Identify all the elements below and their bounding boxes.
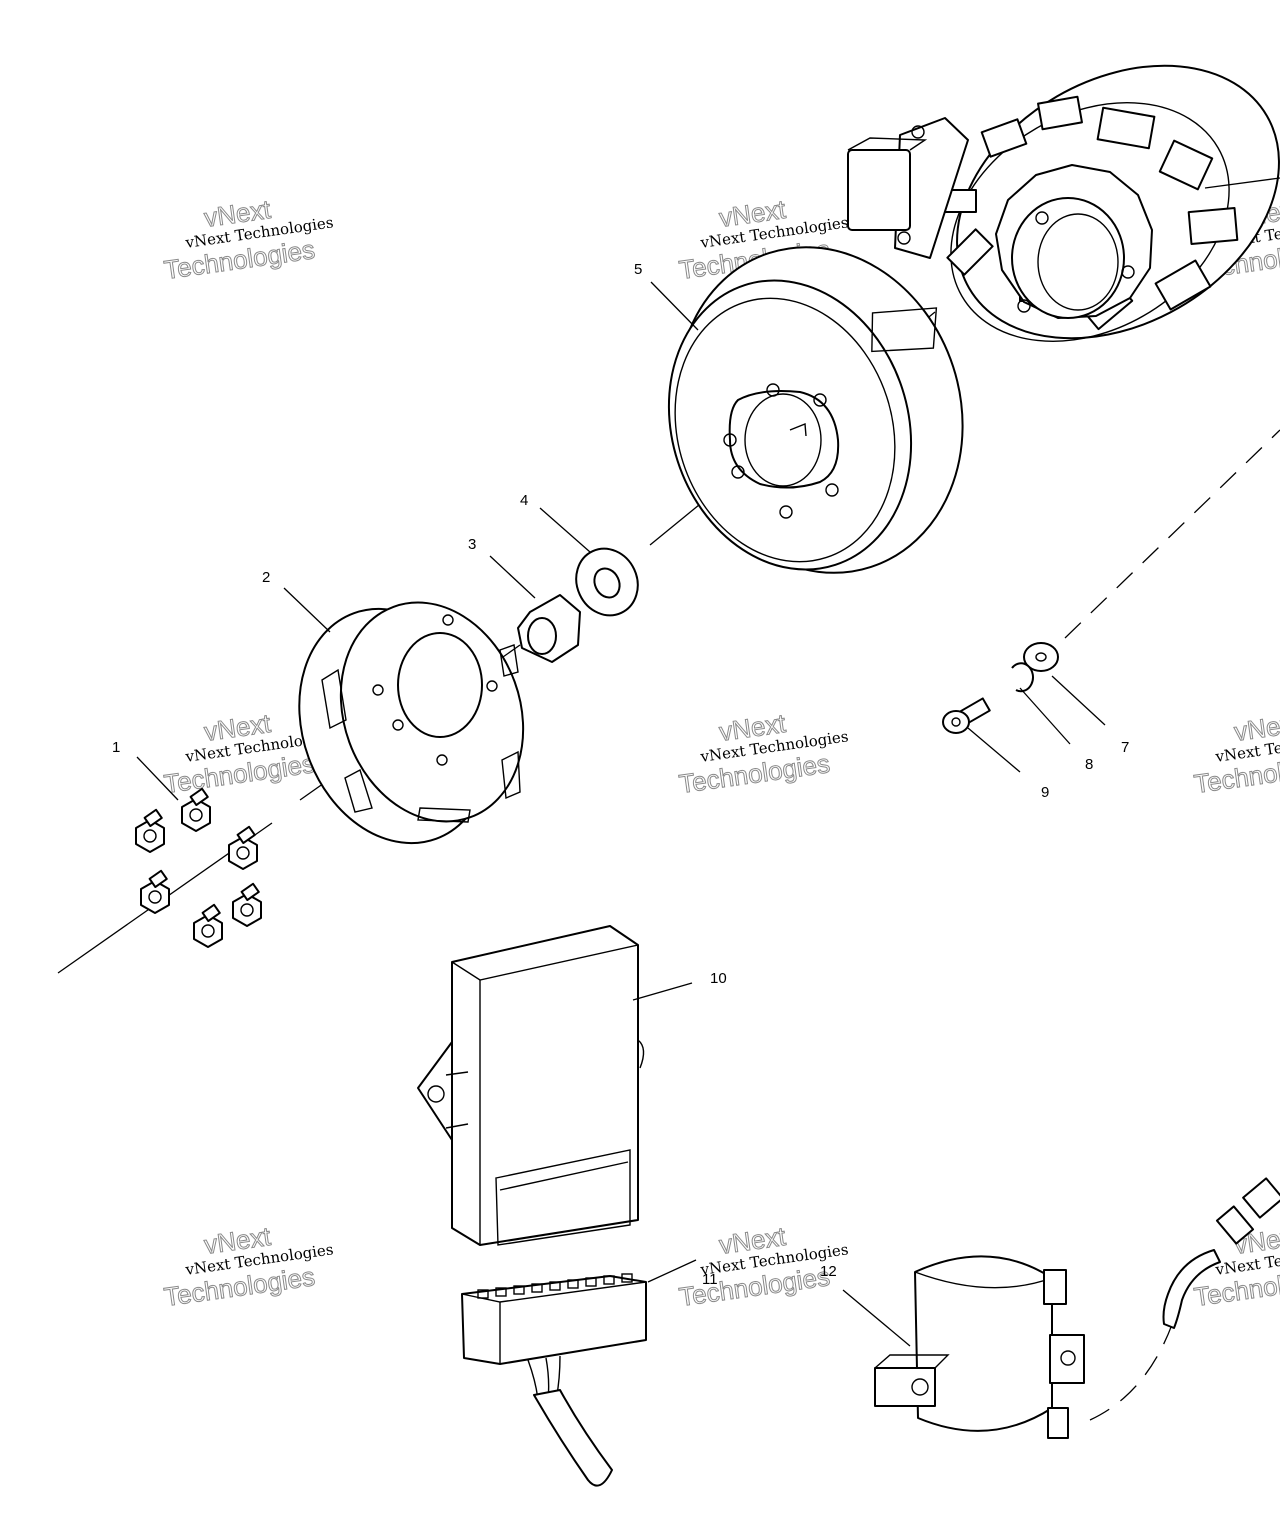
bolt-group-part-1 [135, 787, 262, 948]
watermark-6: vNext Technologies vNext Technologies [1192, 707, 1280, 799]
leader-lines [136, 281, 1106, 1347]
screw-part-9 [942, 697, 991, 734]
cdi-module-part-10 [417, 925, 645, 1246]
flywheel [667, 246, 964, 574]
spark-plug-lead [1162, 1177, 1280, 1329]
callout-5: 5 [634, 261, 642, 278]
callout-8: 8 [1085, 756, 1093, 773]
ignition-coil-part-12 [874, 1255, 1085, 1439]
watermark-1: vNext Technologies vNext Technologies [162, 193, 335, 285]
callout-12: 12 [820, 1263, 837, 1280]
watermark-7: vNext Technologies vNext Technologies [162, 1220, 335, 1312]
callout-2: 2 [262, 569, 270, 586]
callout-10: 10 [710, 970, 727, 987]
washer-part-7 [1023, 642, 1059, 672]
callout-7: 7 [1121, 739, 1129, 756]
watermark-5: vNext Technologies vNext Technologies [677, 707, 850, 799]
washer-part-4 [575, 547, 639, 617]
lock-washer-part-8 [1011, 662, 1034, 693]
callout-labels: 1 2 3 4 5 7 8 9 10 11 12 [112, 261, 1129, 1288]
callout-9: 9 [1041, 784, 1049, 801]
connector-part-11 [461, 1273, 647, 1487]
callout-4: 4 [520, 492, 528, 509]
callout-1: 1 [112, 739, 120, 756]
nut-part-3 [517, 594, 581, 663]
starter-cup [298, 601, 525, 845]
callout-11: 11 [702, 1271, 718, 1288]
stator-assembly [847, 64, 1280, 342]
callout-3: 3 [468, 536, 476, 553]
